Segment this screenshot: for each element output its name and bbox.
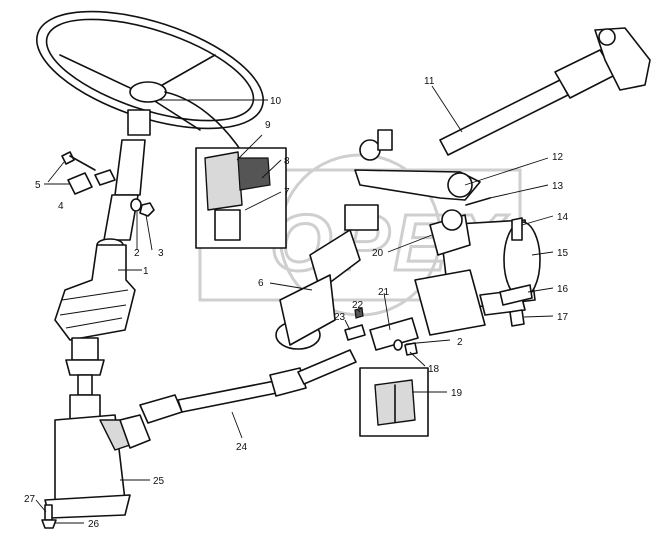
callout-2b: 2 (457, 337, 463, 348)
washer-2b (393, 339, 403, 351)
callout-6: 6 (258, 278, 264, 289)
detail-inset-7-8-9 (195, 147, 287, 249)
callout-11: 11 (424, 76, 435, 87)
callout-3: 3 (158, 248, 164, 259)
callout-14: 14 (557, 212, 569, 223)
tie-rod-11 (439, 27, 651, 156)
column-boot-1 (54, 244, 136, 341)
bracket-16 (499, 284, 533, 306)
callout-27: 27 (24, 494, 36, 505)
callout-26: 26 (88, 519, 100, 530)
washer-26 (41, 519, 57, 529)
pitman-arm-12 (354, 129, 481, 201)
bolt-27 (44, 504, 53, 521)
callout-4: 4 (58, 201, 64, 212)
callout-10: 10 (270, 96, 282, 107)
bolt-5 (61, 151, 96, 171)
lower-universal-joint (65, 337, 105, 396)
key-22 (354, 307, 364, 319)
callout-24: 24 (236, 442, 248, 453)
steering-column-upper (94, 109, 151, 252)
steering-gear-15 (414, 209, 541, 336)
drive-shaft-24 (139, 349, 357, 424)
callout-21: 21 (378, 287, 390, 298)
callout-labels: 1 2 2 3 4 5 6 7 8 9 10 11 12 13 14 15 16… (24, 76, 569, 530)
nut-17 (509, 309, 525, 327)
callout-19: 19 (451, 388, 463, 399)
callout-1: 1 (143, 266, 149, 277)
leader-lines (35, 85, 554, 524)
nut-3 (139, 202, 155, 217)
bolt-14 (511, 217, 523, 241)
callout-8: 8 (284, 156, 290, 167)
callout-25: 25 (153, 476, 165, 487)
spring-pin-23 (344, 324, 366, 341)
input-shaft-21 (369, 317, 419, 351)
callout-16: 16 (557, 284, 569, 295)
callout-23: 23 (334, 312, 346, 323)
callout-9: 9 (265, 120, 271, 131)
callout-18: 18 (428, 364, 440, 375)
callout-17: 17 (557, 312, 569, 323)
callout-13: 13 (552, 181, 564, 192)
callout-20: 20 (372, 248, 384, 259)
cotter-pin-13 (465, 197, 491, 206)
washer-2 (130, 198, 142, 212)
spacer-4 (67, 172, 93, 195)
detail-inset-19 (359, 367, 429, 437)
callout-12: 12 (552, 152, 564, 163)
ball-joint-6 (275, 204, 379, 350)
callout-2a: 2 (134, 248, 140, 259)
callout-15: 15 (557, 248, 569, 259)
callout-7: 7 (284, 187, 290, 198)
angle-gearbox-25 (44, 394, 151, 519)
steering-wheel (35, 10, 265, 166)
callout-22: 22 (352, 300, 364, 311)
callout-5: 5 (35, 180, 41, 191)
